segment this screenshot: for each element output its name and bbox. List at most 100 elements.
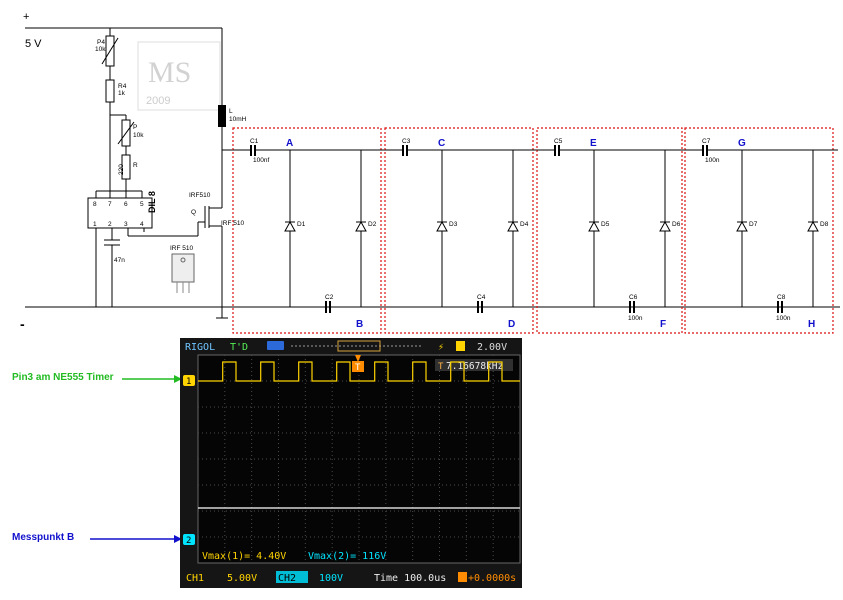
r-ref: R xyxy=(133,162,138,169)
top-cap-C3: C3 xyxy=(402,138,411,145)
node-G: G xyxy=(738,138,746,149)
memory-window xyxy=(337,340,381,352)
ic-name: DIL 8 xyxy=(147,191,157,213)
r-val: 220 xyxy=(118,164,125,175)
ch2-marker-icon xyxy=(183,534,195,545)
top-cap-val-1: 100nf xyxy=(253,157,269,164)
inductor-val: 10mH xyxy=(229,116,247,123)
mosfet-type2: IRF 510 xyxy=(221,220,245,227)
svg-text:1: 1 xyxy=(93,221,97,228)
diode-D7 xyxy=(736,220,748,232)
ic-pins: 8 7 6 5 1 2 3 4 xyxy=(93,201,144,228)
supply-voltage: 5 V xyxy=(25,38,42,50)
top-cap-C1: C1 xyxy=(250,138,259,145)
top-cap-C5: C5 xyxy=(554,138,563,145)
stage-box-4 xyxy=(684,127,834,334)
trigger-level: 2.00V xyxy=(477,342,507,353)
diode-label-D8: D8 xyxy=(820,221,829,228)
svg-text:6: 6 xyxy=(124,201,128,208)
diode-label-D2: D2 xyxy=(368,221,377,228)
trigger-position-icon xyxy=(355,355,361,362)
node-E: E xyxy=(590,138,597,149)
stage-box-2 xyxy=(384,127,534,334)
mosfet-ref: Q xyxy=(191,209,196,216)
p-ref: P xyxy=(133,124,137,131)
r4-ref: R4 xyxy=(118,83,127,90)
node-F: F xyxy=(660,319,666,330)
bot-cap-C2: C2 xyxy=(325,294,334,301)
cap-47n: 47n xyxy=(114,257,125,264)
p-val: 10k xyxy=(133,132,144,139)
ne555-ic xyxy=(87,197,153,229)
top-cap-val-4: 100n xyxy=(705,157,720,164)
scope-display: RIGOL T'D ⚡ 2.00V T 7.16678kHz 1 2 T Vma… xyxy=(180,338,522,588)
supply-minus: - xyxy=(20,316,25,332)
ch2-label: CH2 xyxy=(278,573,296,584)
watermark-logo: MS xyxy=(148,56,191,89)
diode-D3 xyxy=(436,220,448,232)
bot-cap-C6: C6 xyxy=(629,294,638,301)
svg-text:5: 5 xyxy=(140,201,144,208)
vmax-ch1: Vmax(1)= 4.40V xyxy=(202,551,286,562)
bot-cap-val-3: 100n xyxy=(628,315,643,322)
offset-marker-icon xyxy=(458,572,467,582)
r4-resistor xyxy=(105,79,115,103)
svg-text:4: 4 xyxy=(140,221,144,228)
r4-val: 1k xyxy=(118,90,126,97)
trigger-source-icon xyxy=(456,341,465,351)
ch2-label-box xyxy=(276,571,308,583)
diode-D5 xyxy=(588,220,600,232)
top-cap-C7: C7 xyxy=(702,138,711,145)
node-B: B xyxy=(356,319,363,330)
time-offset: +0.0000s xyxy=(468,573,516,584)
watermark-year: 2009 xyxy=(146,95,170,107)
trigger-edge-icon: ⚡ xyxy=(438,342,444,353)
svg-text:2: 2 xyxy=(186,536,191,546)
diode-label-D3: D3 xyxy=(449,221,458,228)
svg-text:1: 1 xyxy=(186,377,191,387)
p4-ref: P4 xyxy=(97,39,105,46)
scope-brand: RIGOL xyxy=(185,342,215,353)
diode-label-D4: D4 xyxy=(520,221,529,228)
vmax-ch2: Vmax(2)= 116V xyxy=(308,551,386,562)
ch1-marker-icon xyxy=(183,375,195,386)
ch1-square-wave xyxy=(198,361,520,382)
frequency-marker-icon: T xyxy=(438,362,444,372)
supply-plus: + xyxy=(23,11,29,23)
pin3-arrow-icon xyxy=(122,375,182,383)
bot-cap-C4: C4 xyxy=(477,294,486,301)
diode-D8 xyxy=(807,220,819,232)
node-D: D xyxy=(508,319,515,330)
svg-text:3: 3 xyxy=(124,221,128,228)
pin3-annotation: Pin3 am NE555 Timer xyxy=(12,372,114,383)
diode-D6 xyxy=(659,220,671,232)
diode-label-D1: D1 xyxy=(297,221,306,228)
diode-label-D6: D6 xyxy=(672,221,681,228)
diode-D1 xyxy=(284,220,296,232)
inductor xyxy=(218,105,226,127)
ch2-scale: 100V xyxy=(319,573,343,584)
package-label: IRF 510 xyxy=(170,245,194,252)
stage-box-1 xyxy=(232,127,382,334)
ch1-label: CH1 xyxy=(186,573,204,584)
oscilloscope-screen: RIGOL T'D ⚡ 2.00V T 7.16678kHz 1 2 T Vma… xyxy=(180,338,522,588)
ch1-scale: 5.00V xyxy=(227,573,257,584)
trigger-marker-icon xyxy=(352,361,364,372)
svg-text:T: T xyxy=(355,363,361,373)
battery-icon xyxy=(267,341,284,350)
diode-label-D7: D7 xyxy=(749,221,758,228)
stage-box-3 xyxy=(536,127,683,334)
diode-D4 xyxy=(507,220,519,232)
messpunkt-annotation: Messpunkt B xyxy=(12,532,75,543)
node-A: A xyxy=(286,138,293,149)
scope-mode: T'D xyxy=(230,342,248,353)
inductor-ref: L xyxy=(229,108,233,115)
node-C: C xyxy=(438,138,445,149)
bot-cap-C8: C8 xyxy=(777,294,786,301)
frequency-readout: 7.16678kHz xyxy=(446,361,503,372)
node-H: H xyxy=(808,319,815,330)
diode-D2 xyxy=(355,220,367,232)
diode-label-D5: D5 xyxy=(601,221,610,228)
